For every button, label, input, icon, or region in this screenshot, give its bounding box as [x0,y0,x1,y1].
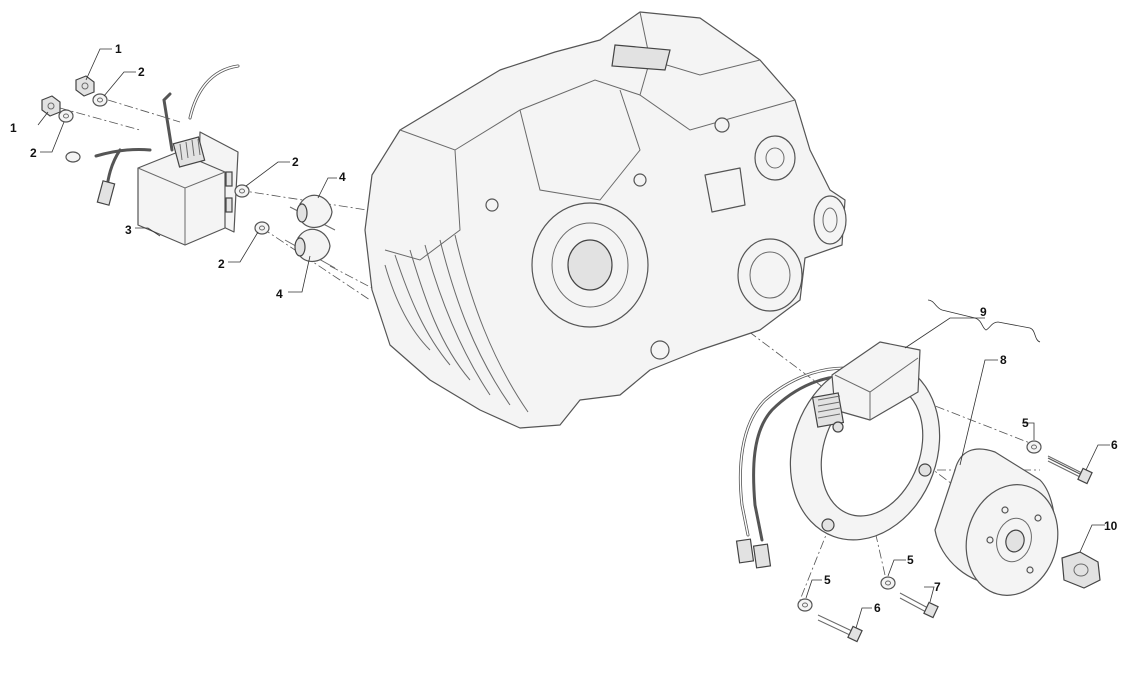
callout-5-bottom: 5 [824,573,831,587]
stator-assembly [735,341,941,569]
callout-3: 3 [125,223,132,237]
callout-9: 9 [980,305,987,319]
fasteners-left [41,75,270,235]
callout-2-lower-mount: 2 [218,257,225,271]
callout-4-lower: 4 [276,287,283,301]
engine-crankcase [364,11,847,429]
callout-10: 10 [1104,519,1118,533]
callout-2-upper-mount: 2 [292,155,299,169]
rubber-mounts [284,194,336,269]
callout-6-bottom: 6 [874,601,881,615]
callout-4-upper: 4 [339,170,346,184]
callout-2-top: 2 [138,65,145,79]
voltage-regulator [65,64,240,246]
callout-6-right: 6 [1111,438,1118,452]
fasteners-right [797,440,1093,643]
bracket-9 [927,299,1041,343]
callout-1-left: 1 [10,121,17,135]
callout-1-top: 1 [115,42,122,56]
callout-2-left: 2 [30,146,37,160]
callout-5-right: 5 [1022,416,1029,430]
leader-lines [37,48,1110,629]
flywheel-rotor [934,448,1059,596]
callout-labels: 1 1 2 2 2 2 3 4 4 9 8 5 6 10 5 7 5 6 [10,42,1118,615]
callout-8: 8 [1000,353,1007,367]
callout-5-middle: 5 [907,553,914,567]
flywheel-nut [1061,551,1101,589]
callout-7: 7 [934,580,941,594]
